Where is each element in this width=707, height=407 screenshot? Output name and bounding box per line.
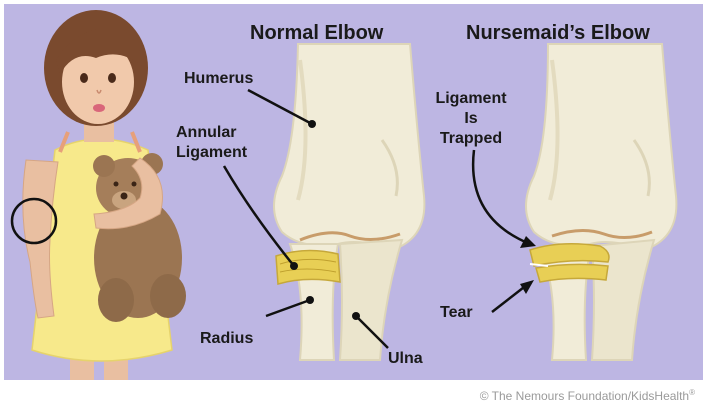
ligament-trapped-label-line1: Ligament xyxy=(428,90,514,108)
ligament-trapped-label-line3: Trapped xyxy=(428,130,514,148)
humerus-pointer-dot xyxy=(308,120,316,128)
ulna-label: Ulna xyxy=(388,350,423,368)
humerus-label: Humerus xyxy=(184,70,253,88)
tear-arrowhead xyxy=(520,280,534,294)
child-illustration xyxy=(12,10,186,380)
tear-label: Tear xyxy=(440,304,473,322)
copyright-credit: © The Nemours Foundation/KidsHealth® xyxy=(480,388,695,403)
ulna-pointer-dot xyxy=(352,312,360,320)
radius-pointer-dot xyxy=(306,296,314,304)
annular-ligament-label-line2: Ligament xyxy=(176,144,247,162)
normal-elbow-title: Normal Elbow xyxy=(250,22,383,44)
nursemaids-elbow-title: Nursemaid’s Elbow xyxy=(466,22,650,44)
nursemaids-elbow-illustration xyxy=(526,44,676,360)
ligament-trapped-label-line2: Is xyxy=(428,110,514,128)
normal-elbow-illustration xyxy=(274,44,424,360)
radius-label: Radius xyxy=(200,330,253,348)
registered-mark: ® xyxy=(689,388,695,397)
annular-ligament-label-line1: Annular xyxy=(176,124,236,142)
annular-ligament-pointer-dot xyxy=(290,262,298,270)
credit-text: © The Nemours Foundation/KidsHealth xyxy=(480,389,689,403)
